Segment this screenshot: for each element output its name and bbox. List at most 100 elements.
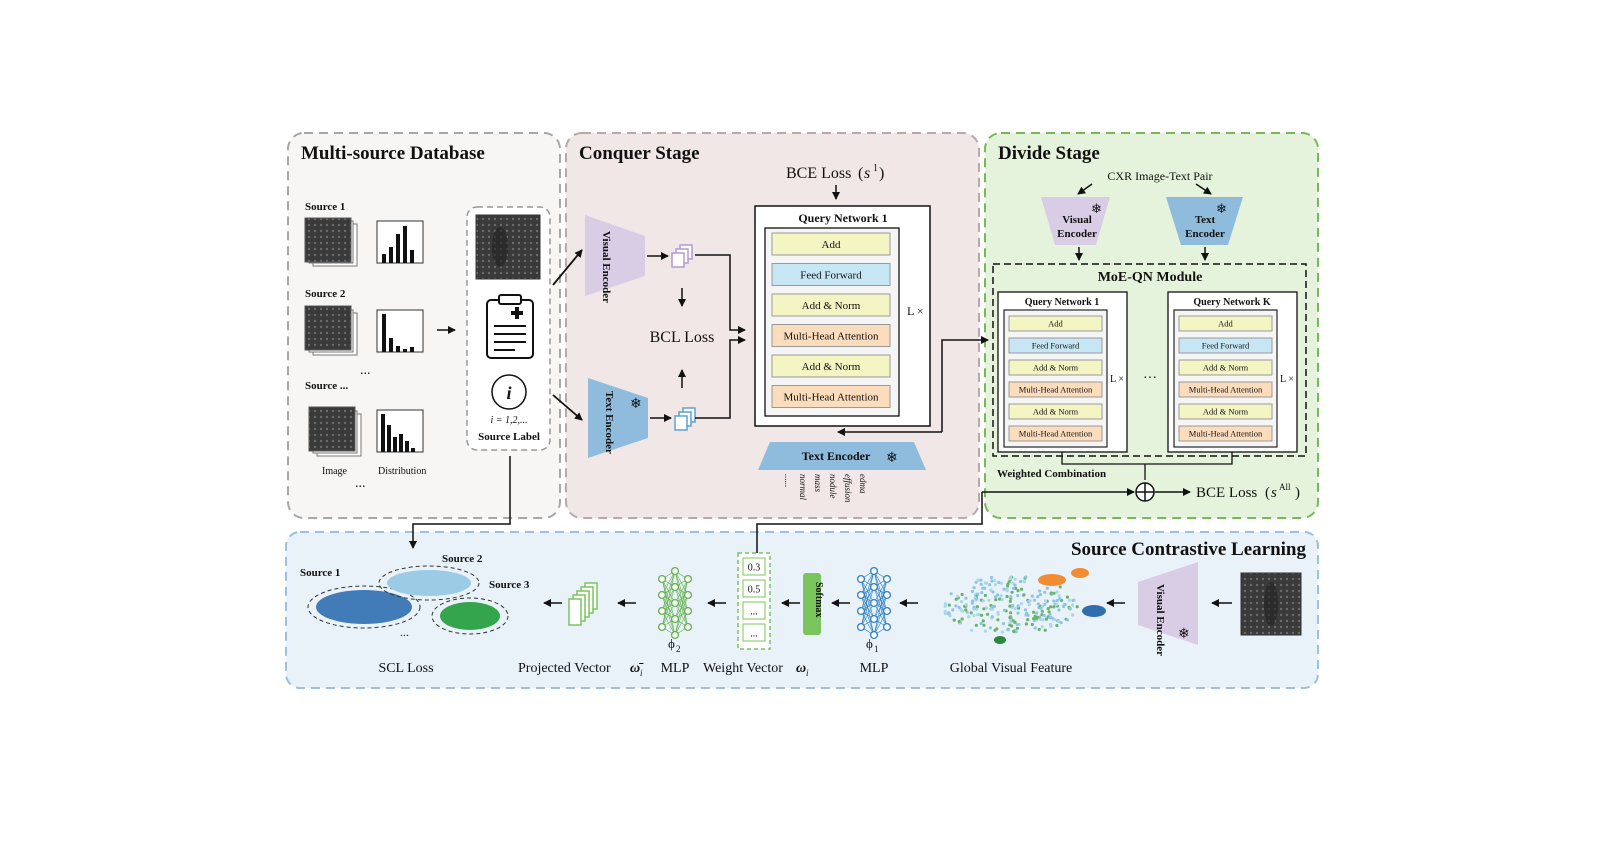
info-icon xyxy=(491,374,527,410)
feature-point xyxy=(1002,608,1007,613)
visual-feature-cubes xyxy=(671,244,693,268)
mlp-2-edge xyxy=(674,578,689,620)
disease-label-3: nodule xyxy=(828,474,838,499)
info-glyph: i xyxy=(506,383,511,403)
mlp-1-edge xyxy=(873,578,888,636)
weight-value-1: 0.5 xyxy=(748,585,761,596)
text-to-qn-arrow xyxy=(695,336,746,419)
moe-qn-k-layer-label-5: Multi-Head Attention xyxy=(1189,428,1263,438)
feature-point xyxy=(996,612,1000,616)
mlp-2-label: MLP xyxy=(661,661,690,676)
mlp-1-edge xyxy=(860,570,875,612)
feature-point xyxy=(1038,593,1043,597)
feature-point xyxy=(954,597,958,601)
feature-point xyxy=(1008,604,1012,608)
moe-qn-1-layer-label-2: Add & Norm xyxy=(1033,362,1079,372)
moe-qn-1-layer-4 xyxy=(1008,403,1103,420)
source-label-caption: Source Label xyxy=(478,431,540,443)
feature-point xyxy=(949,592,953,596)
feature-point xyxy=(967,615,971,619)
conquer-text-encoder xyxy=(588,378,648,458)
feature-point xyxy=(1052,605,1056,609)
feature-point xyxy=(952,618,956,622)
feature-point xyxy=(983,581,987,585)
feature-point xyxy=(1005,594,1009,599)
bce-all-paren-close: ) xyxy=(1295,485,1300,501)
cluster-source-2 xyxy=(387,570,471,596)
feature-point xyxy=(1008,616,1012,620)
conquer-layer-2 xyxy=(771,293,891,317)
feature-point xyxy=(1015,622,1019,627)
moe-title: MoE-QN Module xyxy=(1098,270,1203,285)
text-feature-cubes xyxy=(674,407,696,431)
feature-point xyxy=(1040,625,1044,629)
feature-point xyxy=(1024,622,1028,626)
weighted-label: Weighted Combination xyxy=(997,468,1106,480)
cluster-source-3-outline xyxy=(431,597,509,635)
feature-point xyxy=(1065,595,1069,599)
feature-point xyxy=(976,613,980,617)
mlp-2-neuron-0 xyxy=(657,574,667,584)
feature-point xyxy=(1052,599,1056,603)
feature-point xyxy=(984,606,989,610)
weighted-bracket xyxy=(1061,452,1233,465)
feature-point xyxy=(994,595,998,599)
moe-qn-k-layer-label-0: Add xyxy=(1218,318,1233,328)
mlp-2-neuron-4 xyxy=(670,566,680,576)
feature-point xyxy=(1000,630,1005,634)
mlp-1-neuron-6 xyxy=(869,598,879,608)
feature-point xyxy=(1019,579,1023,584)
mlp-1-edge xyxy=(860,570,875,596)
feature-point xyxy=(1014,630,1018,634)
feature-point xyxy=(1025,611,1029,615)
bottom-text-encoder-frozen-icon: ❄ xyxy=(886,451,898,466)
feature-point xyxy=(1016,611,1020,615)
feature-point xyxy=(1055,590,1059,594)
conquer-layer-label-1: Feed Forward xyxy=(800,269,862,281)
feature-point xyxy=(948,614,952,618)
bce-paren-close: ) xyxy=(879,165,884,182)
feature-point xyxy=(1022,579,1026,584)
feature-point xyxy=(1036,595,1040,599)
feature-point xyxy=(974,580,978,584)
sources-ellipsis: ... xyxy=(360,363,371,378)
phi1-sub: 1 xyxy=(874,644,879,654)
mlp-2-neuron-10 xyxy=(683,590,693,600)
phi1-label: ϕ xyxy=(866,636,873,651)
feature-point xyxy=(1071,598,1075,603)
feature-point xyxy=(1011,581,1015,585)
feature-point xyxy=(955,594,960,598)
conquer-layer-label-5: Multi-Head Attention xyxy=(783,391,879,403)
mlp-1-neuron-2 xyxy=(856,606,866,616)
conquer-layer-1 xyxy=(771,263,891,286)
feature-point xyxy=(994,598,998,602)
feature-point xyxy=(1071,613,1075,617)
feature-point xyxy=(1014,586,1018,591)
feature-point xyxy=(959,608,963,612)
mlp-2-edge xyxy=(674,594,689,636)
moe-qn-k-layer-5 xyxy=(1178,425,1273,442)
feature-point xyxy=(1015,626,1020,630)
feature-point xyxy=(997,580,1001,585)
scl-source-3: Source 3 xyxy=(489,579,530,591)
feature-point xyxy=(957,605,961,610)
divide-text-frozen-icon: ❄ xyxy=(1216,201,1227,216)
feature-point xyxy=(1068,606,1072,611)
feature-point xyxy=(964,608,968,612)
mlp-2-neuron-3 xyxy=(657,622,667,632)
conquer-visual-encoder-label: Visual Encoder xyxy=(600,231,612,303)
mlp-2-neuron-11 xyxy=(683,606,693,616)
mlp-1-edge xyxy=(873,578,888,604)
feature-point xyxy=(972,613,976,618)
feature-point xyxy=(991,605,995,609)
feature-point xyxy=(976,592,980,596)
mlp-1-neuron-8 xyxy=(869,630,879,640)
moe-qn-1-layer-label-0: Add xyxy=(1048,318,1063,328)
feature-point xyxy=(1057,594,1061,598)
divide-title: Divide Stage xyxy=(998,143,1100,164)
scl-visual-frozen-icon: ❄ xyxy=(1178,627,1190,642)
feature-point xyxy=(1012,629,1016,634)
